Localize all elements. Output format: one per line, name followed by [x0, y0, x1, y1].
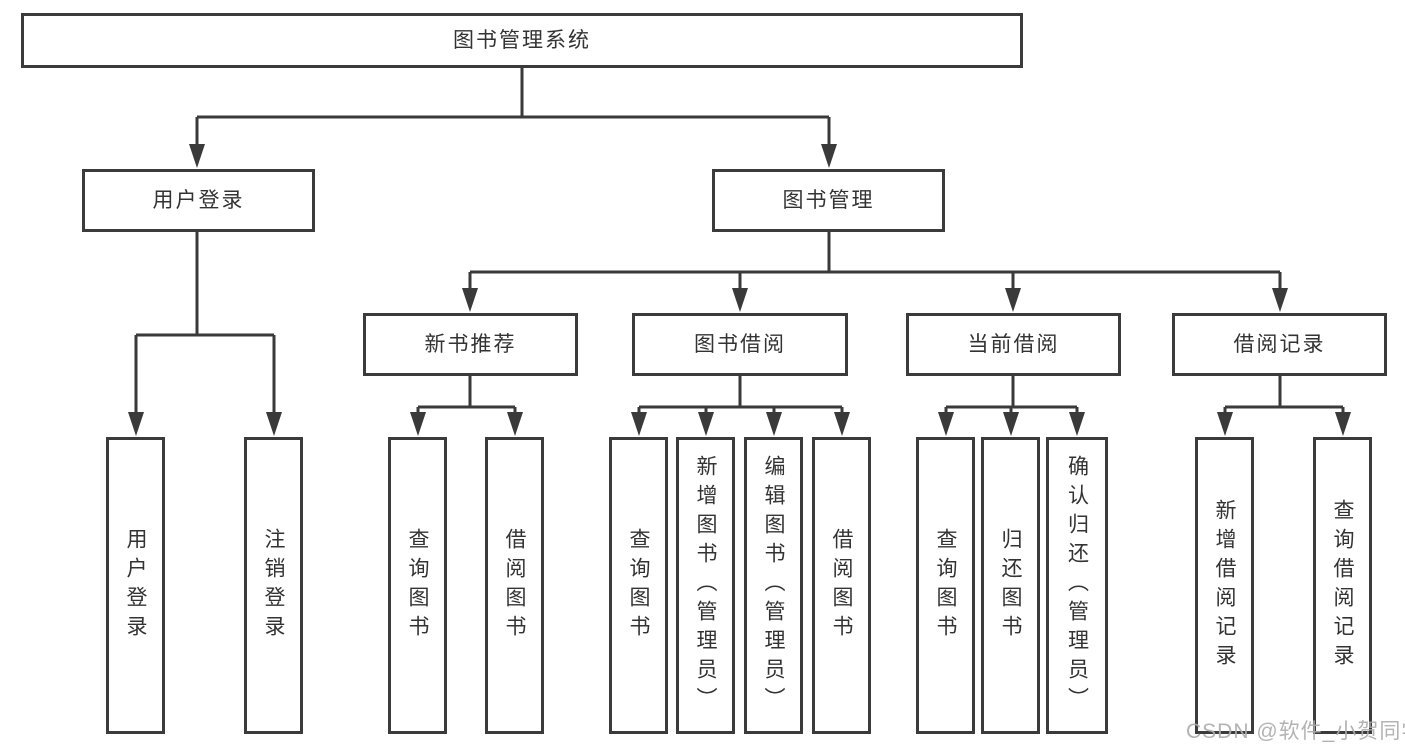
node-root-label: 图书管理系统	[453, 29, 591, 52]
arrowheads	[128, 144, 1351, 436]
arrow-down-icon	[189, 144, 205, 168]
node-borrowing-records: 借阅记录	[1172, 313, 1387, 376]
leaf-label: 新增图书（管理员）	[694, 455, 717, 716]
node-borrowing-records-label: 借阅记录	[1233, 333, 1326, 356]
csdn-watermark: CSDN @软件_小贺同学	[1186, 720, 1405, 743]
leaf-borrow-books-recommend: 借阅图书	[485, 437, 544, 734]
node-user-login: 用户登录	[82, 169, 315, 232]
arrow-down-icon	[1005, 288, 1021, 312]
arrow-down-icon	[1335, 412, 1351, 436]
node-user-login-label: 用户登录	[152, 189, 245, 212]
node-new-book-recommend: 新书推荐	[363, 313, 578, 376]
leaf-label: 注销登录	[262, 527, 285, 644]
arrow-down-icon	[732, 288, 748, 312]
node-current-borrowing-label: 当前借阅	[967, 333, 1060, 356]
leaf-query-books-current: 查询图书	[916, 437, 975, 734]
node-current-borrowing: 当前借阅	[906, 313, 1121, 376]
node-root: 图书管理系统	[21, 13, 1023, 68]
arrow-down-icon	[507, 412, 523, 436]
arrow-down-icon	[1217, 412, 1233, 436]
leaf-logout: 注销登录	[244, 437, 303, 734]
leaf-user-login: 用户登录	[106, 437, 165, 734]
leaf-add-books-admin: 新增图书（管理员）	[676, 437, 735, 734]
leaf-return-books: 归还图书	[981, 437, 1040, 734]
leaf-query-borrow-record: 查询借阅记录	[1313, 437, 1372, 734]
leaf-query-books-borrowing: 查询图书	[609, 437, 668, 734]
leaf-query-books-recommend: 查询图书	[388, 437, 447, 734]
leaf-label: 编辑图书（管理员）	[762, 455, 785, 716]
arrow-down-icon	[1069, 412, 1085, 436]
arrow-down-icon	[462, 288, 478, 312]
node-new-book-recommend-label: 新书推荐	[424, 333, 517, 356]
leaf-label: 查询图书	[934, 527, 957, 644]
leaf-add-borrow-record: 新增借阅记录	[1195, 437, 1254, 734]
leaf-label: 用户登录	[124, 527, 147, 644]
arrow-down-icon	[128, 412, 144, 436]
node-book-borrowing: 图书借阅	[632, 313, 848, 376]
leaf-edit-books-admin: 编辑图书（管理员）	[744, 437, 803, 734]
node-book-management-label: 图书管理	[782, 189, 875, 212]
arrow-down-icon	[1003, 412, 1019, 436]
leaf-label: 查询图书	[627, 527, 650, 644]
arrow-down-icon	[834, 412, 850, 436]
node-book-management: 图书管理	[712, 169, 945, 232]
leaf-label: 确认归还（管理员）	[1065, 455, 1089, 716]
leaf-borrow-books-borrowing: 借阅图书	[812, 437, 871, 734]
arrow-down-icon	[631, 412, 647, 436]
arrow-down-icon	[698, 412, 714, 436]
leaf-label: 借阅图书	[830, 527, 853, 644]
arrow-down-icon	[766, 412, 782, 436]
node-book-borrowing-label: 图书借阅	[694, 333, 786, 356]
arrow-down-icon	[410, 412, 426, 436]
arrow-down-icon	[266, 412, 282, 436]
arrow-down-icon	[821, 144, 837, 168]
leaf-label: 归还图书	[999, 527, 1022, 644]
arrow-down-icon	[1272, 288, 1288, 312]
arrow-down-icon	[938, 412, 954, 436]
leaf-label: 查询借阅记录	[1331, 498, 1354, 673]
leaf-confirm-return-admin: 确认归还（管理员）	[1046, 437, 1108, 734]
leaf-label: 借阅图书	[503, 527, 526, 644]
leaf-label: 新增借阅记录	[1213, 498, 1236, 673]
leaf-label: 查询图书	[406, 527, 429, 644]
